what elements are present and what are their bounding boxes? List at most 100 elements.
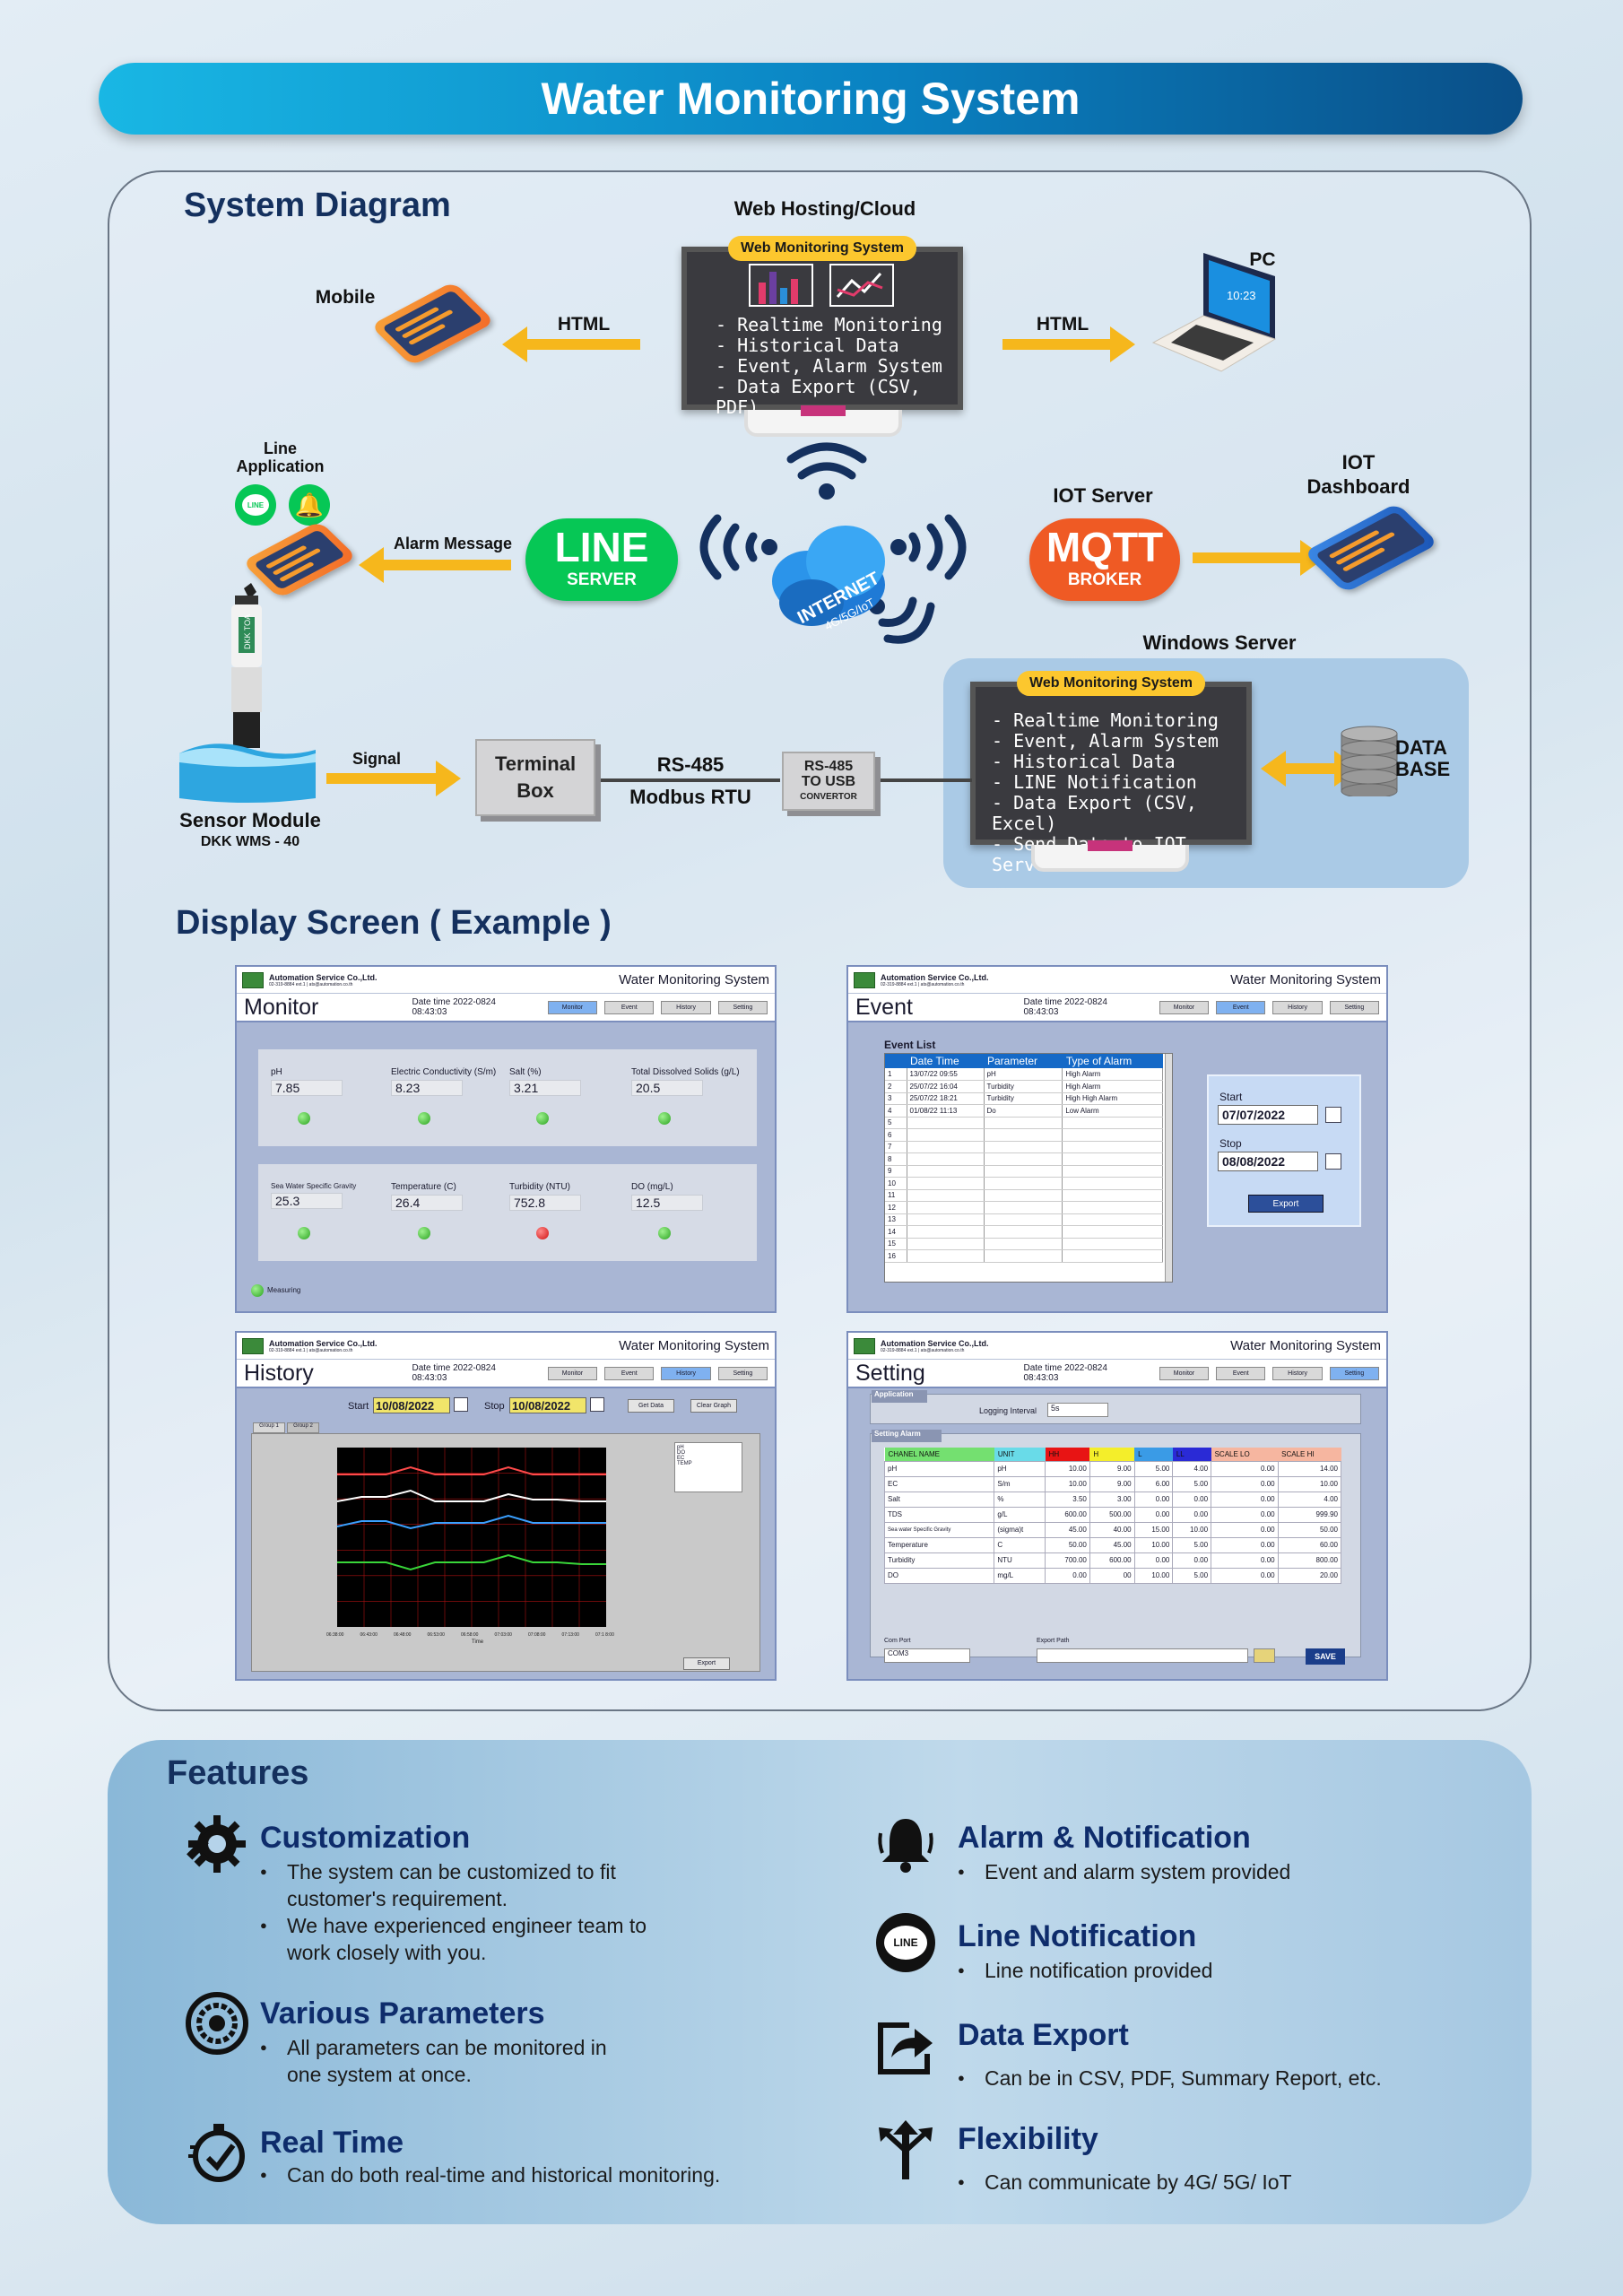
history-export-button[interactable]: Export [683, 1657, 730, 1670]
setting-cell[interactable]: 0.00 [1211, 1491, 1279, 1508]
setting-cell[interactable]: 45.00 [1089, 1536, 1135, 1553]
table-row[interactable]: 8 [885, 1152, 1163, 1166]
tab-monitor[interactable]: Monitor [547, 1000, 598, 1014]
setting-cell[interactable]: 0.00 [1211, 1506, 1279, 1523]
setting-cell[interactable]: 0.00 [1133, 1491, 1174, 1508]
tab-group-1[interactable]: Group 1 [253, 1422, 285, 1433]
setting-cell[interactable]: 60.00 [1277, 1536, 1342, 1553]
tab-history[interactable]: History [1272, 1366, 1323, 1380]
clear-graph-button[interactable]: Clear Graph [690, 1399, 737, 1413]
get-data-button[interactable]: Get Data [628, 1399, 674, 1413]
table-row[interactable]: 5 [885, 1117, 1163, 1129]
setting-cell[interactable]: 0.00 [1211, 1567, 1279, 1584]
table-row[interactable]: 6 [885, 1128, 1163, 1142]
setting-cell[interactable]: 5.00 [1133, 1460, 1174, 1477]
setting-cell[interactable]: 999.90 [1277, 1506, 1342, 1523]
tab-monitor[interactable]: Monitor [1159, 1000, 1210, 1014]
save-button[interactable]: SAVE [1306, 1648, 1345, 1665]
setting-cell[interactable]: 10.00 [1277, 1475, 1342, 1492]
setting-cell[interactable]: 9.00 [1089, 1460, 1135, 1477]
table-row[interactable]: 10 [885, 1177, 1163, 1190]
tab-setting[interactable]: Setting [717, 1366, 768, 1380]
table-row[interactable]: 7 [885, 1141, 1163, 1153]
setting-cell[interactable]: 0.00 [1211, 1475, 1279, 1492]
setting-cell[interactable]: 10.00 [1133, 1567, 1174, 1584]
table-row[interactable]: 13 [885, 1213, 1163, 1226]
setting-cell[interactable]: 0.00 [1211, 1536, 1279, 1553]
calendar-icon[interactable] [590, 1397, 604, 1412]
setting-cell[interactable]: 9.00 [1089, 1475, 1135, 1492]
setting-cell[interactable]: 14.00 [1277, 1460, 1342, 1477]
tab-group-2[interactable]: Group 2 [287, 1422, 319, 1433]
setting-cell[interactable]: 10.00 [1133, 1536, 1174, 1553]
setting-cell[interactable]: 600.00 [1045, 1506, 1090, 1523]
table-row[interactable]: 9 [885, 1165, 1163, 1178]
setting-cell[interactable]: 0.00 [1172, 1506, 1212, 1523]
setting-cell[interactable]: 3.50 [1045, 1491, 1090, 1508]
tab-setting[interactable]: Setting [717, 1000, 768, 1014]
tab-history[interactable]: History [1272, 1000, 1323, 1014]
setting-cell[interactable]: 20.00 [1277, 1567, 1342, 1584]
table-row[interactable]: 16 [885, 1249, 1163, 1263]
setting-cell[interactable]: 500.00 [1089, 1506, 1135, 1523]
setting-cell[interactable]: 0.00 [1172, 1552, 1212, 1569]
table-row[interactable]: 12 [885, 1201, 1163, 1214]
setting-cell[interactable]: 0.00 [1211, 1521, 1279, 1538]
setting-cell[interactable]: 15.00 [1133, 1521, 1174, 1538]
setting-cell[interactable]: 0.00 [1133, 1552, 1174, 1569]
table-row[interactable]: 14 [885, 1225, 1163, 1239]
tab-event[interactable]: Event [604, 1366, 655, 1380]
setting-cell[interactable]: 0.00 [1172, 1491, 1212, 1508]
calendar-icon[interactable] [1325, 1107, 1341, 1123]
history-start-field[interactable]: 10/08/2022 [373, 1397, 450, 1413]
setting-cell[interactable]: 3.00 [1089, 1491, 1135, 1508]
setting-cell[interactable]: 800.00 [1277, 1552, 1342, 1569]
tab-setting[interactable]: Setting [1329, 1000, 1380, 1014]
folder-icon[interactable] [1254, 1648, 1275, 1663]
setting-cell[interactable]: 700.00 [1045, 1552, 1090, 1569]
setting-cell[interactable]: 50.00 [1277, 1521, 1342, 1538]
logging-interval-select[interactable]: 5s [1047, 1403, 1108, 1417]
tab-event[interactable]: Event [1216, 1366, 1266, 1380]
stop-date-field[interactable]: 08/08/2022 [1218, 1152, 1318, 1171]
setting-cell[interactable]: 5.00 [1172, 1567, 1212, 1584]
setting-cell[interactable]: 45.00 [1045, 1521, 1090, 1538]
setting-cell[interactable]: 4.00 [1277, 1491, 1342, 1508]
setting-cell[interactable]: 0.00 [1133, 1506, 1174, 1523]
comport-select[interactable]: COM3 [884, 1648, 970, 1663]
calendar-icon[interactable] [454, 1397, 468, 1412]
tab-setting[interactable]: Setting [1329, 1366, 1380, 1380]
setting-cell[interactable]: 4.00 [1172, 1460, 1212, 1477]
tab-history[interactable]: History [661, 1366, 711, 1380]
setting-cell[interactable]: 40.00 [1089, 1521, 1135, 1538]
tab-monitor[interactable]: Monitor [1159, 1366, 1210, 1380]
setting-cell[interactable]: 10.00 [1045, 1460, 1090, 1477]
export-path-input[interactable] [1037, 1648, 1248, 1663]
tab-monitor[interactable]: Monitor [547, 1366, 598, 1380]
event-list-scrollbar[interactable] [1165, 1054, 1172, 1282]
setting-cell[interactable]: 00 [1089, 1567, 1135, 1584]
setting-cell[interactable]: 50.00 [1045, 1536, 1090, 1553]
setting-cell[interactable]: 10.00 [1045, 1475, 1090, 1492]
setting-cell[interactable]: 600.00 [1089, 1552, 1135, 1569]
export-button[interactable]: Export [1248, 1195, 1324, 1213]
setting-cell[interactable]: 5.00 [1172, 1475, 1212, 1492]
table-row[interactable]: 15 [885, 1238, 1163, 1250]
setting-cell[interactable]: 5.00 [1172, 1536, 1212, 1553]
setting-cell[interactable]: 10.00 [1172, 1521, 1212, 1538]
setting-cell[interactable]: 0.00 [1211, 1460, 1279, 1477]
setting-cell[interactable]: 6.00 [1133, 1475, 1174, 1492]
tab-event[interactable]: Event [604, 1000, 655, 1014]
